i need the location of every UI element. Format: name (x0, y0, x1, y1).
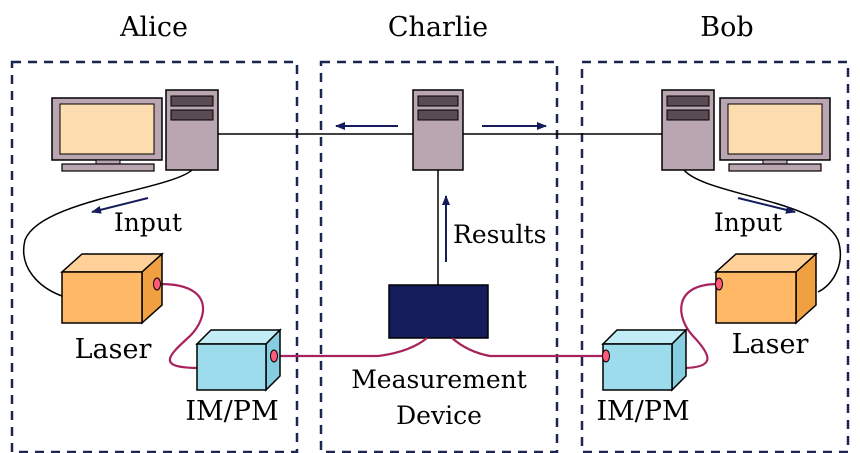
bob-fiber-to-detector (451, 337, 605, 358)
alice-fiber-laser-to-modulator (159, 282, 205, 370)
alice-region (10, 60, 299, 453)
bob-input-label: Input (714, 208, 782, 237)
alice-control-cable (22, 169, 193, 297)
charlie-server-icon (412, 89, 464, 171)
bob-region (580, 60, 850, 453)
bob-laser-port (715, 277, 723, 291)
bob-input-arrow (737, 197, 796, 214)
bob-fiber-laser-to-modulator (680, 282, 719, 370)
alice-input-arrow (91, 197, 149, 214)
bob-laser-label: Laser (732, 329, 809, 360)
bob-modulator-icon (601, 328, 688, 392)
alice-title: Alice (119, 12, 188, 43)
measurement-label-line1: Measurement (351, 365, 527, 394)
alice-laser-port (153, 277, 161, 291)
alice-modulator-icon (195, 328, 282, 392)
alice-input-label: Input (114, 208, 182, 237)
bob-title: Bob (700, 12, 753, 43)
measurement-device-icon (388, 284, 489, 339)
bob-modulator-port (602, 349, 610, 363)
bob-control-cable (683, 169, 842, 293)
bob-modulator-label: IM/PM (596, 396, 689, 427)
charlie-title: Charlie (388, 12, 488, 43)
results-label: Results (453, 220, 546, 249)
bob-laser-icon (714, 252, 818, 325)
alice-computer-icon (51, 89, 219, 172)
measurement-label-line2: Device (396, 401, 482, 430)
alice-modulator-label: IM/PM (185, 396, 278, 427)
alice-laser-label: Laser (75, 334, 152, 365)
alice-laser-icon (60, 252, 164, 325)
alice-fiber-to-detector (272, 337, 428, 358)
alice-modulator-port (270, 349, 278, 363)
charlie-region (319, 60, 559, 453)
bob-computer-icon (661, 89, 831, 172)
